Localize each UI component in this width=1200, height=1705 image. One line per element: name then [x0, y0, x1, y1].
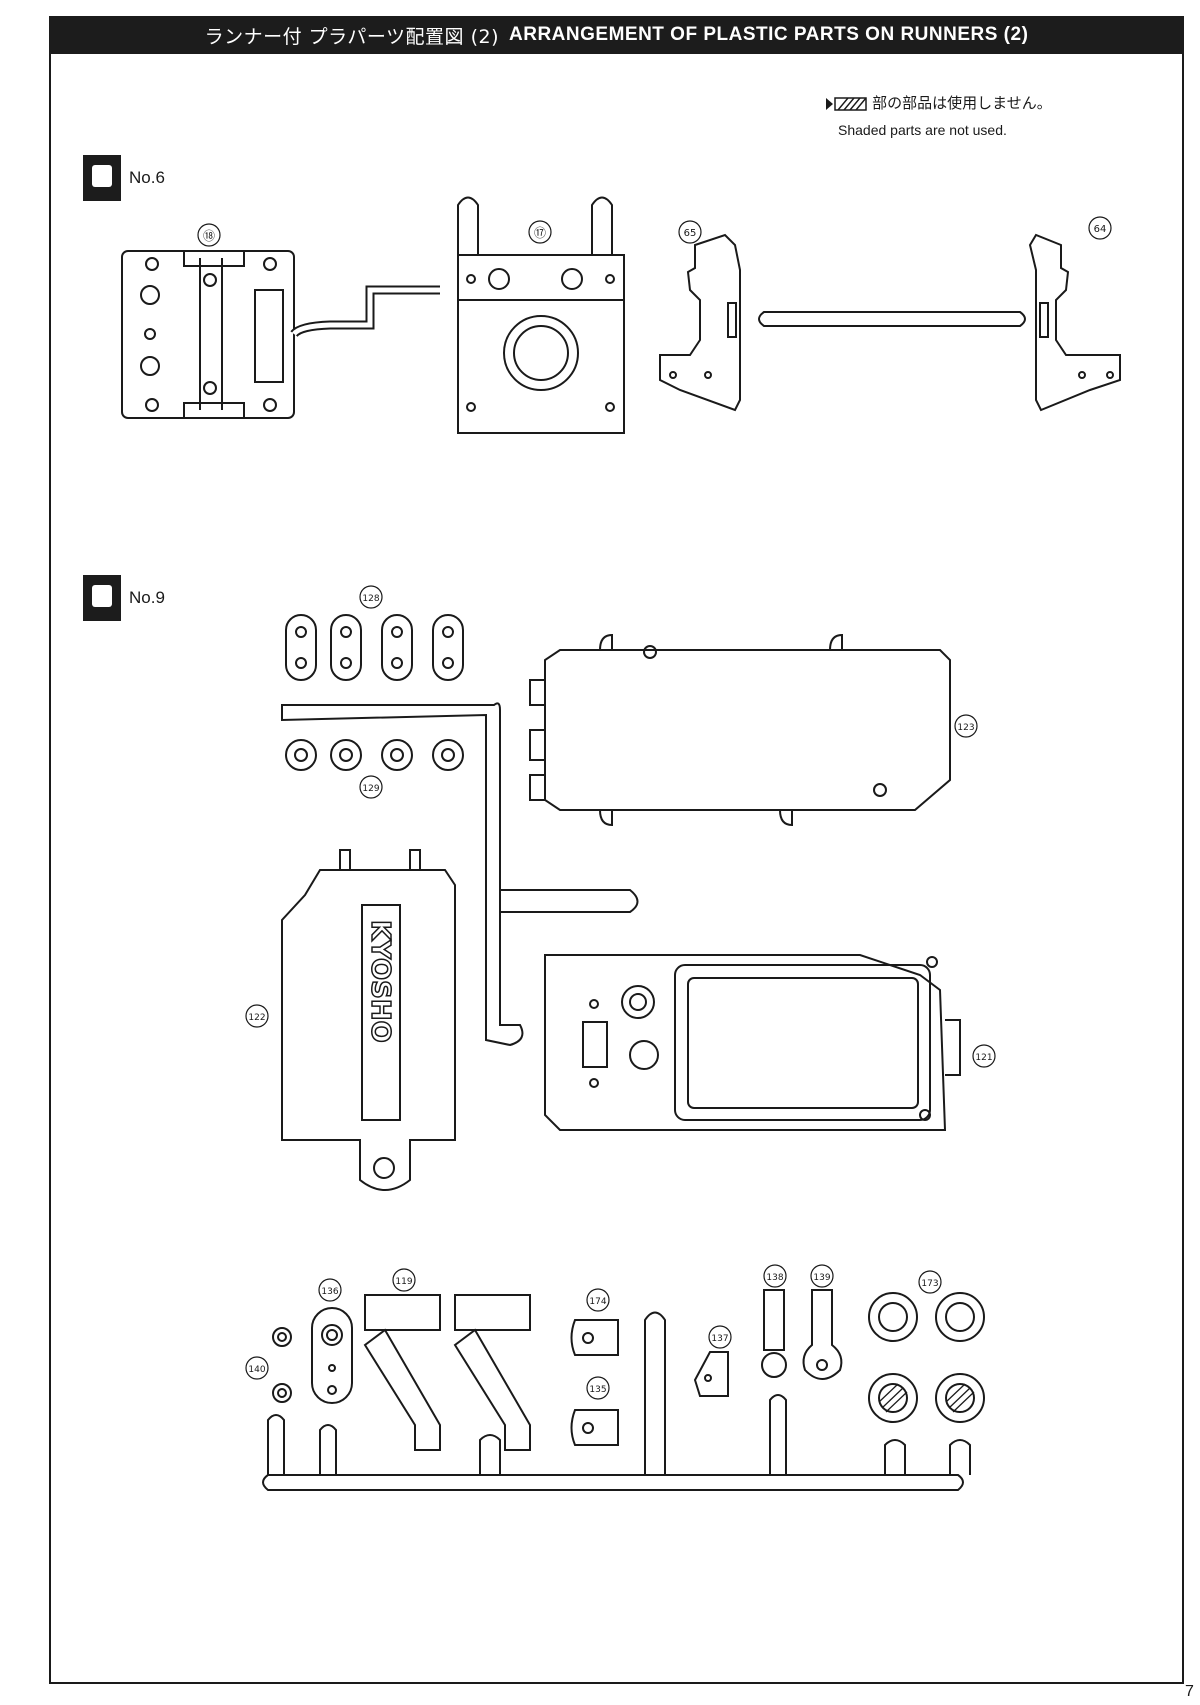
svg-text:⑰: ⑰: [534, 226, 546, 240]
part-122: [281, 849, 456, 1191]
part-18: [121, 250, 295, 419]
svg-text:122: 122: [248, 1013, 265, 1023]
part-65: [659, 233, 741, 412]
part-label-129: 129: [359, 775, 383, 799]
runner-no9-text: No.9: [129, 588, 165, 607]
part-138: [761, 1289, 787, 1378]
part-label-123: 123: [954, 714, 978, 738]
unused-parts-note: 部の部品は使用しません。: [826, 92, 1052, 113]
part-174: [570, 1319, 619, 1356]
part-136: [311, 1307, 353, 1404]
part-label-138: 138: [763, 1264, 787, 1288]
svg-text:129: 129: [362, 784, 379, 794]
part-label-17: ⑰: [528, 220, 552, 244]
part-64: [1028, 233, 1121, 412]
note-english: Shaded parts are not used.: [838, 122, 1007, 138]
part-label-121: 121: [972, 1044, 996, 1068]
part-173: [868, 1292, 985, 1423]
svg-text:140: 140: [248, 1365, 265, 1375]
part-label-173: 173: [918, 1270, 942, 1294]
part-123: [529, 633, 951, 827]
part-label-122: 122: [245, 1004, 269, 1028]
page-title: ランナー付 プラパーツ配置図 (2) ARRANGEMENT OF PLASTI…: [49, 16, 1184, 54]
runner-horizontal: [281, 702, 524, 1047]
svg-text:123: 123: [957, 723, 974, 733]
runner-bar: [758, 311, 1026, 327]
svg-text:128: 128: [362, 594, 379, 604]
svg-text:⑱: ⑱: [203, 229, 215, 243]
part-135: [570, 1409, 619, 1446]
part-label-128: 128: [359, 585, 383, 609]
part-label-174: 174: [586, 1288, 610, 1312]
part-label-65: 65: [678, 220, 702, 244]
runner-bottom: [262, 1474, 964, 1491]
note-japanese: 部の部品は使用しません。: [872, 95, 1052, 112]
runner-no6-label: No.6: [83, 155, 165, 201]
runner-no9-label: No.9: [83, 575, 165, 621]
page-number: 7: [1185, 1683, 1194, 1700]
svg-text:174: 174: [589, 1297, 606, 1307]
svg-text:64: 64: [1094, 224, 1107, 235]
part-label-119: 119: [392, 1268, 416, 1292]
runner-no6-text: No.6: [129, 168, 165, 187]
shaded-swatch-icon: [826, 97, 867, 111]
svg-text:138: 138: [766, 1273, 783, 1283]
svg-text:119: 119: [395, 1277, 412, 1287]
svg-text:135: 135: [589, 1385, 606, 1395]
part-139: [802, 1289, 843, 1380]
part-119: [363, 1294, 531, 1451]
part-label-64: 64: [1088, 216, 1112, 240]
part-label-137: 137: [708, 1325, 732, 1349]
part-128-group: [285, 614, 464, 681]
runner-icon: [83, 155, 121, 201]
part-121: [544, 954, 961, 1131]
svg-text:65: 65: [684, 228, 697, 239]
svg-text:121: 121: [975, 1053, 992, 1063]
runner-spur: [500, 889, 639, 913]
part-label-18: ⑱: [197, 223, 221, 247]
svg-text:173: 173: [921, 1279, 938, 1289]
kyosho-logo: KYOSHO: [365, 920, 395, 1043]
part-140: [272, 1327, 292, 1403]
part-label-140: 140: [245, 1356, 269, 1380]
svg-text:137: 137: [711, 1334, 728, 1344]
svg-text:136: 136: [321, 1287, 338, 1297]
runner-icon: [83, 575, 121, 621]
part-label-136: 136: [318, 1278, 342, 1302]
part-129-group: [285, 739, 464, 771]
svg-text:139: 139: [813, 1273, 830, 1283]
part-17: [457, 196, 625, 434]
part-label-135: 135: [586, 1376, 610, 1400]
title-english: ARRANGEMENT OF PLASTIC PARTS ON RUNNERS …: [509, 24, 1029, 45]
title-japanese: ランナー付 プラパーツ配置図 (2): [204, 25, 500, 48]
part-label-139: 139: [810, 1264, 834, 1288]
part-137: [693, 1351, 729, 1397]
